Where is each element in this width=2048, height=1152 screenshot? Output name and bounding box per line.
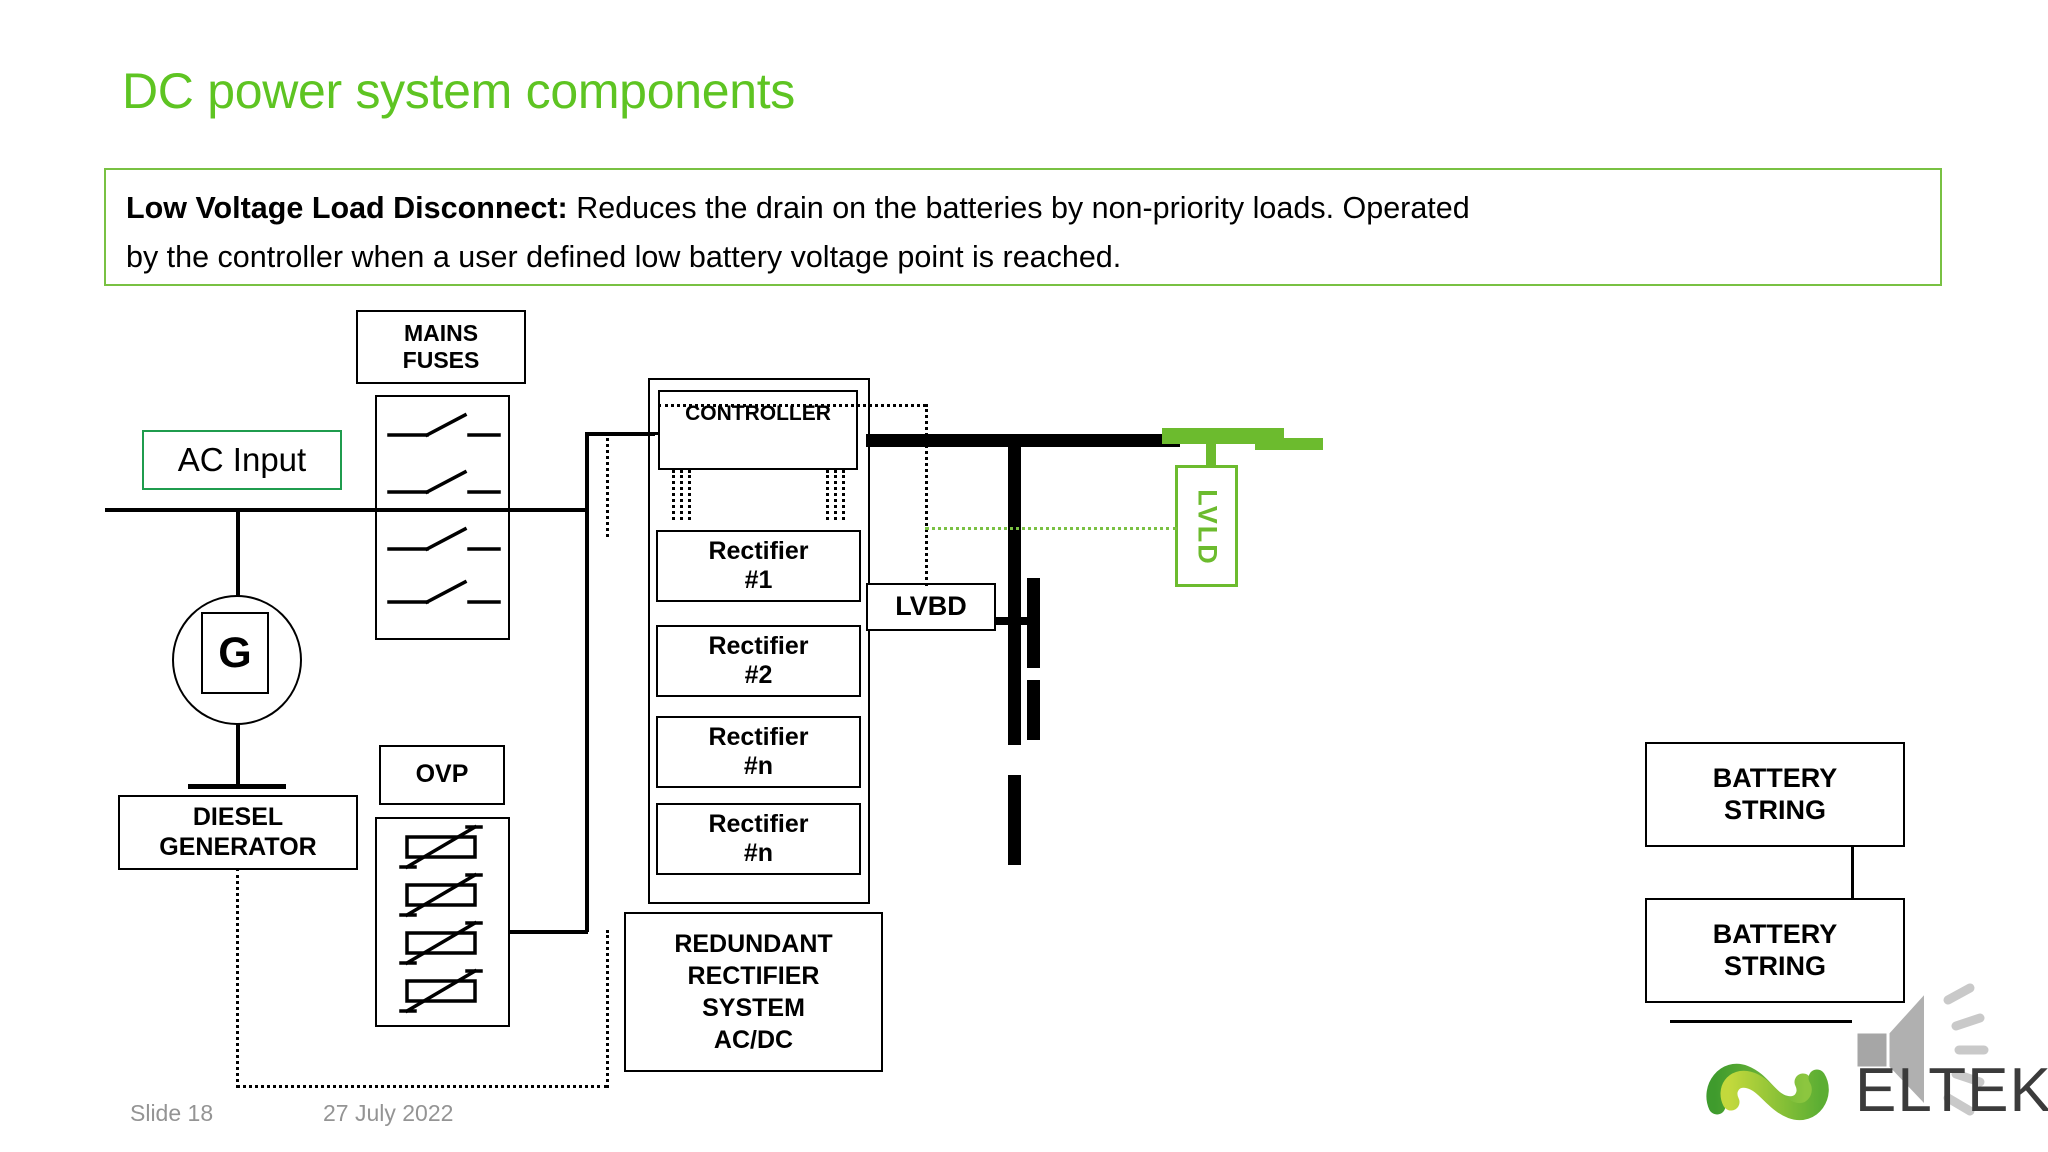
controller-bus-dot-3	[688, 470, 691, 520]
eltek-logo-mark	[1705, 1052, 1835, 1132]
ac-bus-wire	[105, 508, 575, 512]
lvbd-contact-lower	[1027, 680, 1040, 740]
callout-line-1-rest: Reduces the drain on the batteries by no…	[567, 191, 1470, 225]
ovp-dotted-right	[606, 930, 609, 1088]
rectifier-1-box: Rectifier #1	[656, 530, 861, 602]
lvld-label: LVLD	[1192, 489, 1223, 566]
diesel-generator-box: DIESEL GENERATOR	[118, 795, 358, 870]
controller-bus-dot-2	[680, 470, 683, 520]
speaker-audio-icon[interactable]	[1848, 980, 2028, 1130]
controller-bus-dot-6	[842, 470, 845, 520]
dc-vertical-bus-lower	[1008, 775, 1021, 865]
redundant-line-3: SYSTEM	[702, 994, 805, 1022]
rectifier-2-line-1: Rectifier	[708, 631, 809, 660]
generator-symbol: G	[201, 612, 269, 694]
callout-line-2: by the controller when a user defined lo…	[126, 240, 1122, 274]
callout-lead: Low Voltage Load Disconnect:	[126, 191, 568, 225]
rectifier-1-line-1: Rectifier	[708, 536, 809, 565]
ovp-dotted-left	[236, 868, 239, 1088]
speaker-icon[interactable]	[1848, 980, 2028, 1130]
battery-string-1-line-1: BATTERY	[1712, 762, 1838, 793]
battery-connection-wire-h	[1670, 1020, 1852, 1023]
lvld-box	[1175, 465, 1238, 587]
controller-bus-dot-4	[826, 470, 829, 520]
eltek-ribbon-icon	[1706, 1063, 1829, 1121]
redundant-line-2: RECTIFIER	[687, 962, 820, 990]
battery-string-2-box: BATTERY STRING	[1645, 898, 1905, 1003]
rectifier-3-line-2: #n	[743, 752, 774, 780]
rectifier-3-line-1: Rectifier	[708, 722, 809, 751]
battery-connection-wire-v	[1851, 847, 1854, 899]
controller-to-lvbd-dotted-v	[925, 404, 928, 586]
rectifier-2-box: Rectifier #2	[656, 625, 861, 697]
diesel-generator-line-2: GENERATOR	[159, 832, 317, 861]
footer-date: 27 July 2022	[323, 1100, 454, 1126]
controller-bus-dot-5	[834, 470, 837, 520]
lvbd-link-wire	[990, 617, 1038, 625]
diesel-connection-bar	[188, 784, 286, 789]
ac-input-box: AC Input	[142, 430, 342, 490]
page-title: DC power system components	[122, 63, 796, 119]
mains-fuses-line-2: FUSES	[402, 347, 480, 373]
lvld-bus-green-upper	[1162, 428, 1284, 444]
controller-dotted-left-h	[606, 432, 658, 435]
mains-fuses-switch-box	[375, 395, 510, 640]
callout-box: Low Voltage Load Disconnect: Reduces the…	[104, 168, 1942, 286]
rectifier-system-frame	[648, 378, 870, 904]
switch-symbols-icon	[387, 412, 501, 605]
ovp-varistor-box	[375, 817, 510, 1027]
eltek-wordmark: ELTEK	[1855, 1056, 2048, 1125]
redundant-line-1: REDUNDANT	[674, 930, 833, 958]
ovp-dotted-bottom	[236, 1085, 608, 1088]
battery-string-1-box: BATTERY STRING	[1645, 742, 1905, 847]
rectifier-4-line-2: #n	[743, 839, 774, 867]
controller-to-lvld-green-dotted	[925, 527, 1177, 530]
battery-string-2-line-1: BATTERY	[1712, 918, 1838, 949]
dc-positive-bus	[866, 434, 1180, 447]
rectifier-2-line-2: #2	[744, 661, 773, 689]
fuses-to-rectifier-wire	[508, 508, 588, 512]
generator-to-diesel-wire	[236, 723, 240, 786]
battery-string-2-line-2: STRING	[1723, 950, 1826, 981]
dc-vertical-bus	[1008, 440, 1021, 745]
lvld-drop-wire	[1206, 440, 1216, 488]
rectifier-4-box: Rectifier #n	[656, 803, 861, 875]
rectifier-3-box: Rectifier #n	[656, 716, 861, 788]
battery-string-1-line-2: STRING	[1723, 794, 1826, 825]
rectifier-1-line-2: #1	[744, 566, 773, 594]
controller-to-lvbd-dotted-h	[658, 404, 926, 407]
ovp-label-box: OVP	[379, 745, 505, 805]
diesel-generator-line-1: DIESEL	[192, 803, 284, 831]
ovp-to-feed-wire	[508, 930, 588, 934]
controller-box: CONTROLLER	[658, 390, 858, 470]
redundant-line-4: AC/DC	[713, 1026, 794, 1054]
lvld-bus-green-lower	[1255, 438, 1323, 450]
controller-dotted-left-v	[606, 432, 609, 537]
rectifier-4-line-1: Rectifier	[708, 809, 809, 838]
footer-slide-number: Slide 18	[130, 1100, 214, 1126]
rectifier-feed-vertical-wire	[585, 432, 589, 932]
redundant-rectifier-system-box: REDUNDANT RECTIFIER SYSTEM AC/DC	[624, 912, 883, 1072]
mains-fuses-line-1: MAINS	[403, 319, 479, 346]
generator-drop-wire	[236, 508, 240, 598]
mains-fuses-label-box: MAINS FUSES	[356, 310, 526, 384]
lvbd-box: LVBD	[866, 583, 996, 631]
varistor-symbols-icon	[399, 824, 483, 1014]
controller-bus-dot-1	[672, 470, 675, 520]
callout-line-1: Low Voltage Load Disconnect: Reduces the…	[126, 184, 1920, 233]
